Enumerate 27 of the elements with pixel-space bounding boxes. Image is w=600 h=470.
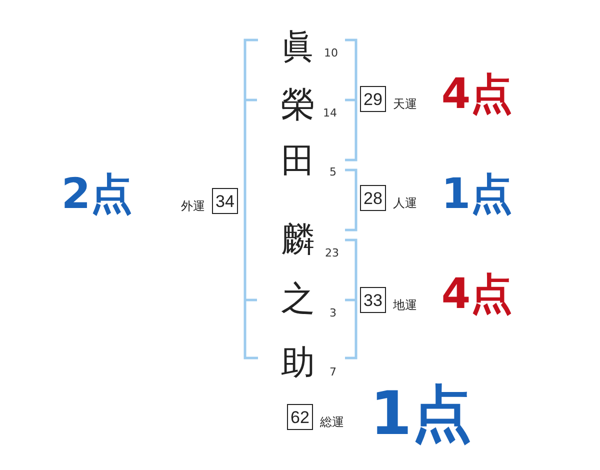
name-character: 之 xyxy=(281,282,315,316)
fortune-label: 人運 xyxy=(393,197,417,211)
score: 1点 xyxy=(441,173,513,215)
stroke-count: 23 xyxy=(325,248,339,258)
score: 2点 xyxy=(61,173,133,215)
stroke-count: 3 xyxy=(330,308,336,318)
score: 4点 xyxy=(441,73,513,115)
name-character: 眞 xyxy=(281,30,315,64)
stroke-count: 7 xyxy=(330,366,336,378)
score: 1点 xyxy=(370,384,472,444)
fortune-label: 外運 xyxy=(181,200,205,214)
stroke-count: 14 xyxy=(323,108,337,118)
name-character: 助 xyxy=(281,346,315,380)
fortune-label: 総運 xyxy=(320,416,344,430)
number-box: 28 xyxy=(360,185,386,211)
stroke-count: 10 xyxy=(324,48,338,58)
stroke-count: 5 xyxy=(330,166,336,178)
name-character: 麟 xyxy=(281,223,315,257)
number-box: 34 xyxy=(212,188,238,214)
name-character: 田 xyxy=(281,144,315,178)
number-box: 62 xyxy=(287,404,313,430)
number-box: 33 xyxy=(360,287,386,313)
score: 4点 xyxy=(441,273,513,315)
fortune-label: 地運 xyxy=(393,299,417,313)
name-character: 榮 xyxy=(281,88,315,122)
fortune-label: 天運 xyxy=(393,98,417,112)
number-box: 29 xyxy=(360,86,386,112)
